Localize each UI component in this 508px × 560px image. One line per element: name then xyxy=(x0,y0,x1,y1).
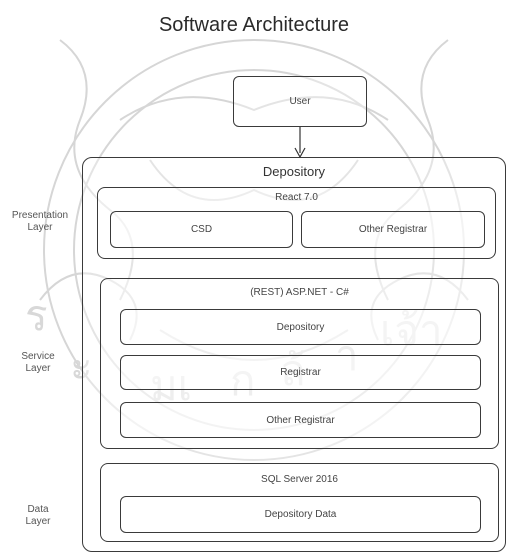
svg-text:มเ: มเ xyxy=(150,361,192,410)
service-tech-label: (REST) ASP.NET - C# xyxy=(250,287,349,298)
presentation-other-registrar-box: Other Registrar xyxy=(301,211,485,248)
presentation-tech-label: React 7.0 xyxy=(275,192,318,203)
depository-data-box: Depository Data xyxy=(120,496,481,533)
depository-data-label: Depository Data xyxy=(264,509,337,520)
depository-title: Depository xyxy=(262,164,326,179)
csd-label: CSD xyxy=(190,224,213,235)
presentation-section: React 7.0 CSD Other Registrar xyxy=(97,187,496,259)
csd-box: CSD xyxy=(110,211,293,248)
presentation-other-registrar-label: Other Registrar xyxy=(358,224,428,235)
data-section: SQL Server 2016 Depository Data xyxy=(100,463,499,542)
service-layer-label: Service Layer xyxy=(2,351,74,375)
diagram-title: Software Architecture xyxy=(158,14,350,36)
data-layer-label: Data Layer xyxy=(2,504,74,528)
presentation-layer-label: Presentation Layer xyxy=(2,210,78,234)
svg-text:เจ้า: เจ้า xyxy=(380,306,443,355)
svg-text:ก: ก xyxy=(230,356,255,405)
service-layer-label-line1: Service xyxy=(21,351,55,362)
service-section: (REST) ASP.NET - C# Depository Registrar… xyxy=(100,278,499,449)
svg-text:ล้: ล้ xyxy=(280,346,306,395)
service-registrar-label: Registrar xyxy=(280,367,321,378)
user-label: User xyxy=(289,96,311,107)
data-tech-label: SQL Server 2016 xyxy=(261,474,338,485)
user-box: User xyxy=(233,76,367,127)
presentation-layer-label-line2: Layer xyxy=(27,222,53,233)
svg-text:ร: ร xyxy=(25,291,48,340)
service-other-registrar-box: Other Registrar xyxy=(120,402,481,438)
depository-container xyxy=(82,157,506,552)
service-depository-label: Depository xyxy=(276,321,325,333)
service-depository-box: Depository xyxy=(120,309,481,345)
svg-text:ะ: ะ xyxy=(70,341,93,390)
presentation-layer-label-line1: Presentation xyxy=(11,210,69,221)
service-registrar-box: Registrar xyxy=(120,355,481,390)
data-layer-label-line2: Layer xyxy=(25,516,51,527)
data-layer-label-line1: Data xyxy=(27,504,49,515)
user-to-depository-arrow xyxy=(294,127,306,159)
service-layer-label-line2: Layer xyxy=(25,363,51,374)
service-other-registrar-label: Other Registrar xyxy=(266,414,335,426)
